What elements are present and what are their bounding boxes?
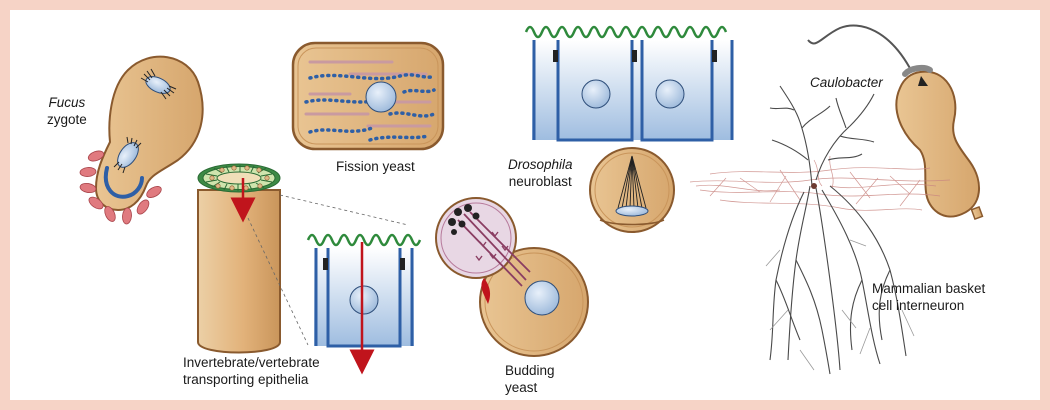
budding-yeast-label-line2: yeast (505, 380, 538, 395)
caulobacter-label-italic: Caulobacter (810, 75, 883, 90)
drosophila-label: Drosophila neuroblast (508, 156, 573, 190)
budding-yeast (435, 197, 589, 357)
fucus-label: Fucus zygote (47, 94, 87, 128)
epithelia-label: Invertebrate/vertebrate transporting epi… (183, 354, 320, 388)
epithelia-label-line2: transporting epithelia (183, 372, 309, 387)
fucus-label-italic: Fucus (48, 95, 86, 110)
basket-cell-label-line1: Mammalian basket (872, 281, 986, 296)
diagram-canvas (79, 24, 984, 375)
epithelia-label-line1: Invertebrate/vertebrate (183, 355, 320, 370)
fucus-label-rest: zygote (47, 112, 87, 127)
figure-panel: Fucus zygote Fission yeast Drosophila ne… (10, 10, 1040, 400)
drosophila-epithelium (524, 25, 734, 142)
basket-cell-neuron (689, 85, 951, 375)
epithelia-detail (306, 233, 422, 375)
fission-yeast-label: Fission yeast (336, 159, 415, 174)
budding-yeast-label: Budding yeast (505, 362, 555, 396)
fucus-zygote (79, 55, 204, 225)
drosophila-label-italic: Drosophila (508, 157, 573, 172)
budding-yeast-label-line1: Budding (505, 363, 555, 378)
drosophila-label-rest: neuroblast (508, 174, 572, 189)
basket-cell-label-line2: cell interneuron (872, 298, 965, 313)
caulobacter (807, 24, 984, 221)
fucus-upper-spindle (140, 68, 177, 100)
drosophila-neuroblast (589, 147, 675, 233)
fucus-lower-spindle (113, 136, 142, 174)
epithelial-tube (197, 163, 409, 354)
basket-cell-label: Mammalian basket cell interneuron (872, 280, 985, 314)
fission-yeast (291, 41, 445, 151)
caulobacter-label: Caulobacter (810, 74, 883, 91)
